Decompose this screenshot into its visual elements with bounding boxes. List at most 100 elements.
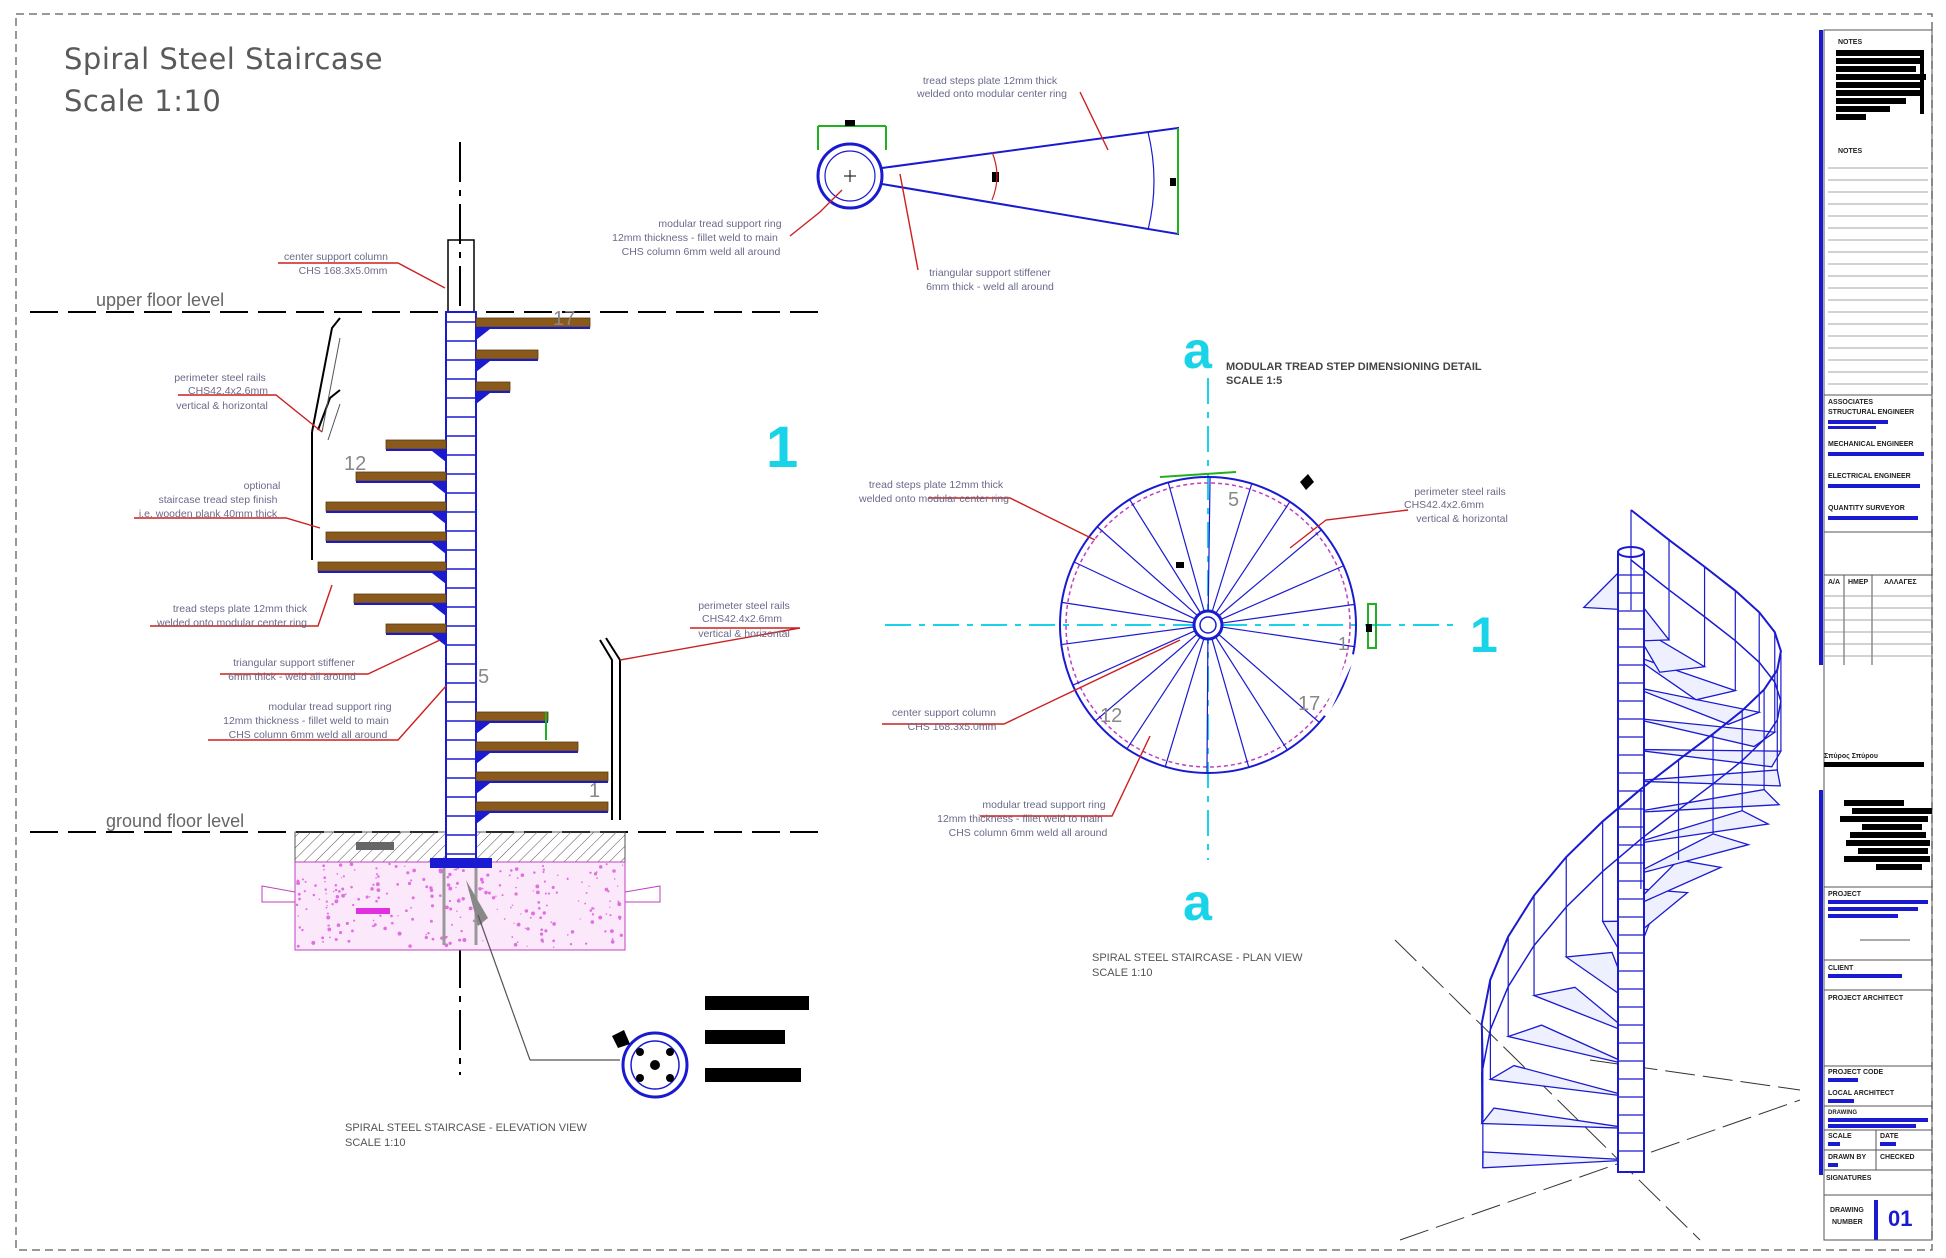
note-line: CHS42.4x2.6mm xyxy=(702,613,782,625)
isometric-handrail xyxy=(1480,509,1782,1068)
section-label-top: a xyxy=(1183,322,1213,380)
isometric-step xyxy=(1482,1151,1632,1169)
step-number: 17 xyxy=(1298,693,1320,715)
isometric-step xyxy=(1531,986,1632,1035)
note-line: welded onto modular center ring xyxy=(858,493,1009,505)
svg-text:STRUCTURAL ENGINEER: STRUCTURAL ENGINEER xyxy=(1828,409,1914,416)
isometric-step xyxy=(1505,1024,1632,1066)
plan-section-mark: 1 xyxy=(1470,607,1498,663)
note-line: vertical & horizontal xyxy=(176,400,268,412)
note-line: tread steps plate 12mm thick xyxy=(869,479,1004,491)
svg-text:DRAWN BY: DRAWN BY xyxy=(1828,1154,1866,1161)
svg-text:ASSOCIATES: ASSOCIATES xyxy=(1828,399,1873,406)
tread-step xyxy=(475,381,511,392)
note-line: i.e. wooden plank 40mm thick xyxy=(139,508,278,520)
isometric-step xyxy=(1630,769,1782,787)
step-number: 5 xyxy=(478,666,489,688)
note-line: CHS column 6mm weld all around xyxy=(949,827,1108,839)
right-perimeter-rail xyxy=(599,637,621,820)
svg-text:ΑΛΛΑΓΕΣ: ΑΛΛΑΓΕΣ xyxy=(1884,579,1917,586)
tread-step xyxy=(475,741,579,752)
plan-view: a a 1 MODULAR TREAD STEP DIMENSIONING DE… xyxy=(858,322,1508,979)
isometric-column xyxy=(1617,551,1645,1173)
note-line: modular tread support ring xyxy=(658,218,781,230)
column-section-detail xyxy=(612,996,809,1099)
isometric-step xyxy=(1630,859,1724,908)
note-line: CHS42.4x2.6mm xyxy=(1404,499,1484,511)
note-line: 6mm thick - weld all around xyxy=(228,671,356,683)
svg-text:A/A: A/A xyxy=(1828,579,1840,586)
svg-text:SCALE: SCALE xyxy=(1828,1133,1852,1140)
plan-leaders xyxy=(882,497,1409,817)
svg-text:MECHANICAL ENGINEER: MECHANICAL ENGINEER xyxy=(1828,441,1913,448)
step-number: 1 xyxy=(589,780,600,802)
isometric-step xyxy=(1630,788,1781,814)
svg-text:CLIENT: CLIENT xyxy=(1828,965,1854,972)
elevation-leaders xyxy=(134,262,801,741)
concrete-foundation xyxy=(294,861,626,951)
note-line: center support column xyxy=(892,707,996,719)
step-number: 5 xyxy=(1228,489,1239,511)
drawing-scale: Scale 1:10 xyxy=(64,84,222,118)
svg-text:ELECTRICAL ENGINEER: ELECTRICAL ENGINEER xyxy=(1828,473,1911,480)
note-line: perimeter steel rails xyxy=(1414,486,1506,498)
svg-text:SIGNATURES: SIGNATURES xyxy=(1826,1175,1872,1182)
detail-caption-title: MODULAR TREAD STEP DIMENSIONING DETAIL xyxy=(1226,361,1482,373)
isometric-step xyxy=(1630,809,1771,845)
note-line: triangular support stiffener xyxy=(233,657,355,669)
elevation-view: upper floor level ground floor level xyxy=(30,142,818,1149)
note-line: welded onto modular center ring xyxy=(156,617,307,629)
anchor-bolt-arrow xyxy=(466,880,488,926)
note-line: CHS column 6mm weld all around xyxy=(229,729,388,741)
isometric-step xyxy=(1630,748,1783,768)
note-line: 12mm thickness - fillet weld to main xyxy=(223,715,389,727)
sheet-border xyxy=(15,13,1933,1251)
note-line: CHS 168.3x5.0mm xyxy=(299,265,388,277)
drawing-number: 01 xyxy=(1888,1206,1912,1231)
tread-step xyxy=(385,623,447,634)
isometric-view xyxy=(1394,509,1801,1241)
note-line: 12mm thickness - fillet weld to main xyxy=(937,813,1103,825)
note-line: 6mm thick - weld all around xyxy=(926,281,1054,293)
anchor-mark xyxy=(356,908,390,914)
step-number: 1 xyxy=(1338,634,1348,654)
tread-step xyxy=(385,439,447,450)
svg-text:PROJECT CODE: PROJECT CODE xyxy=(1828,1069,1884,1076)
note-line: vertical & horizontal xyxy=(698,628,790,640)
tread-step xyxy=(475,711,549,722)
svg-text:NUMBER: NUMBER xyxy=(1832,1219,1863,1226)
svg-text:PROJECT: PROJECT xyxy=(1828,891,1862,898)
note-line: center support column xyxy=(284,251,388,263)
note-line: perimeter steel rails xyxy=(698,600,790,612)
svg-text:PROJECT ARCHITECT: PROJECT ARCHITECT xyxy=(1828,995,1904,1002)
detail-caption-scale: SCALE 1:5 xyxy=(1226,375,1282,387)
isometric-step xyxy=(1488,1064,1632,1098)
elevation-caption-scale: SCALE 1:10 xyxy=(345,1137,406,1149)
step-number: 12 xyxy=(1100,705,1122,727)
drawing-title: Spiral Steel Staircase xyxy=(64,42,384,76)
plan-caption-scale: SCALE 1:10 xyxy=(1092,967,1153,979)
tread-dimension-detail: tread steps plate 12mm thick welded onto… xyxy=(612,75,1179,293)
note-line: CHS42.4x2.6mm xyxy=(188,385,268,397)
note-line: optional xyxy=(244,480,281,492)
tread-step xyxy=(325,501,447,512)
svg-text:LOCAL ARCHITECT: LOCAL ARCHITECT xyxy=(1828,1090,1895,1097)
svg-text:QUANTITY SURVEYOR: QUANTITY SURVEYOR xyxy=(1828,505,1905,512)
elevation-caption-title: SPIRAL STEEL STAIRCASE - ELEVATION VIEW xyxy=(345,1122,587,1134)
note-line: tread steps plate 12mm thick xyxy=(173,603,308,615)
note-line: modular tread support ring xyxy=(268,701,391,713)
isometric-step xyxy=(1630,833,1751,877)
tread-step xyxy=(317,561,447,572)
notes-header: NOTES xyxy=(1838,148,1862,155)
isometric-step xyxy=(1480,1107,1632,1130)
svg-text:DRAWING: DRAWING xyxy=(1830,1207,1864,1214)
section-mark: 1 xyxy=(766,415,798,480)
note-line: tread steps plate 12mm thick xyxy=(923,75,1058,87)
note-line: perimeter steel rails xyxy=(174,372,266,384)
svg-text:DATE: DATE xyxy=(1880,1133,1899,1140)
title-block: NOTES NOTES ASSOCIATES STRUCTURAL ENGINE… xyxy=(1819,29,1933,1241)
tread-step xyxy=(325,531,447,542)
note-line: 12mm thickness - fillet weld to main xyxy=(612,232,778,244)
